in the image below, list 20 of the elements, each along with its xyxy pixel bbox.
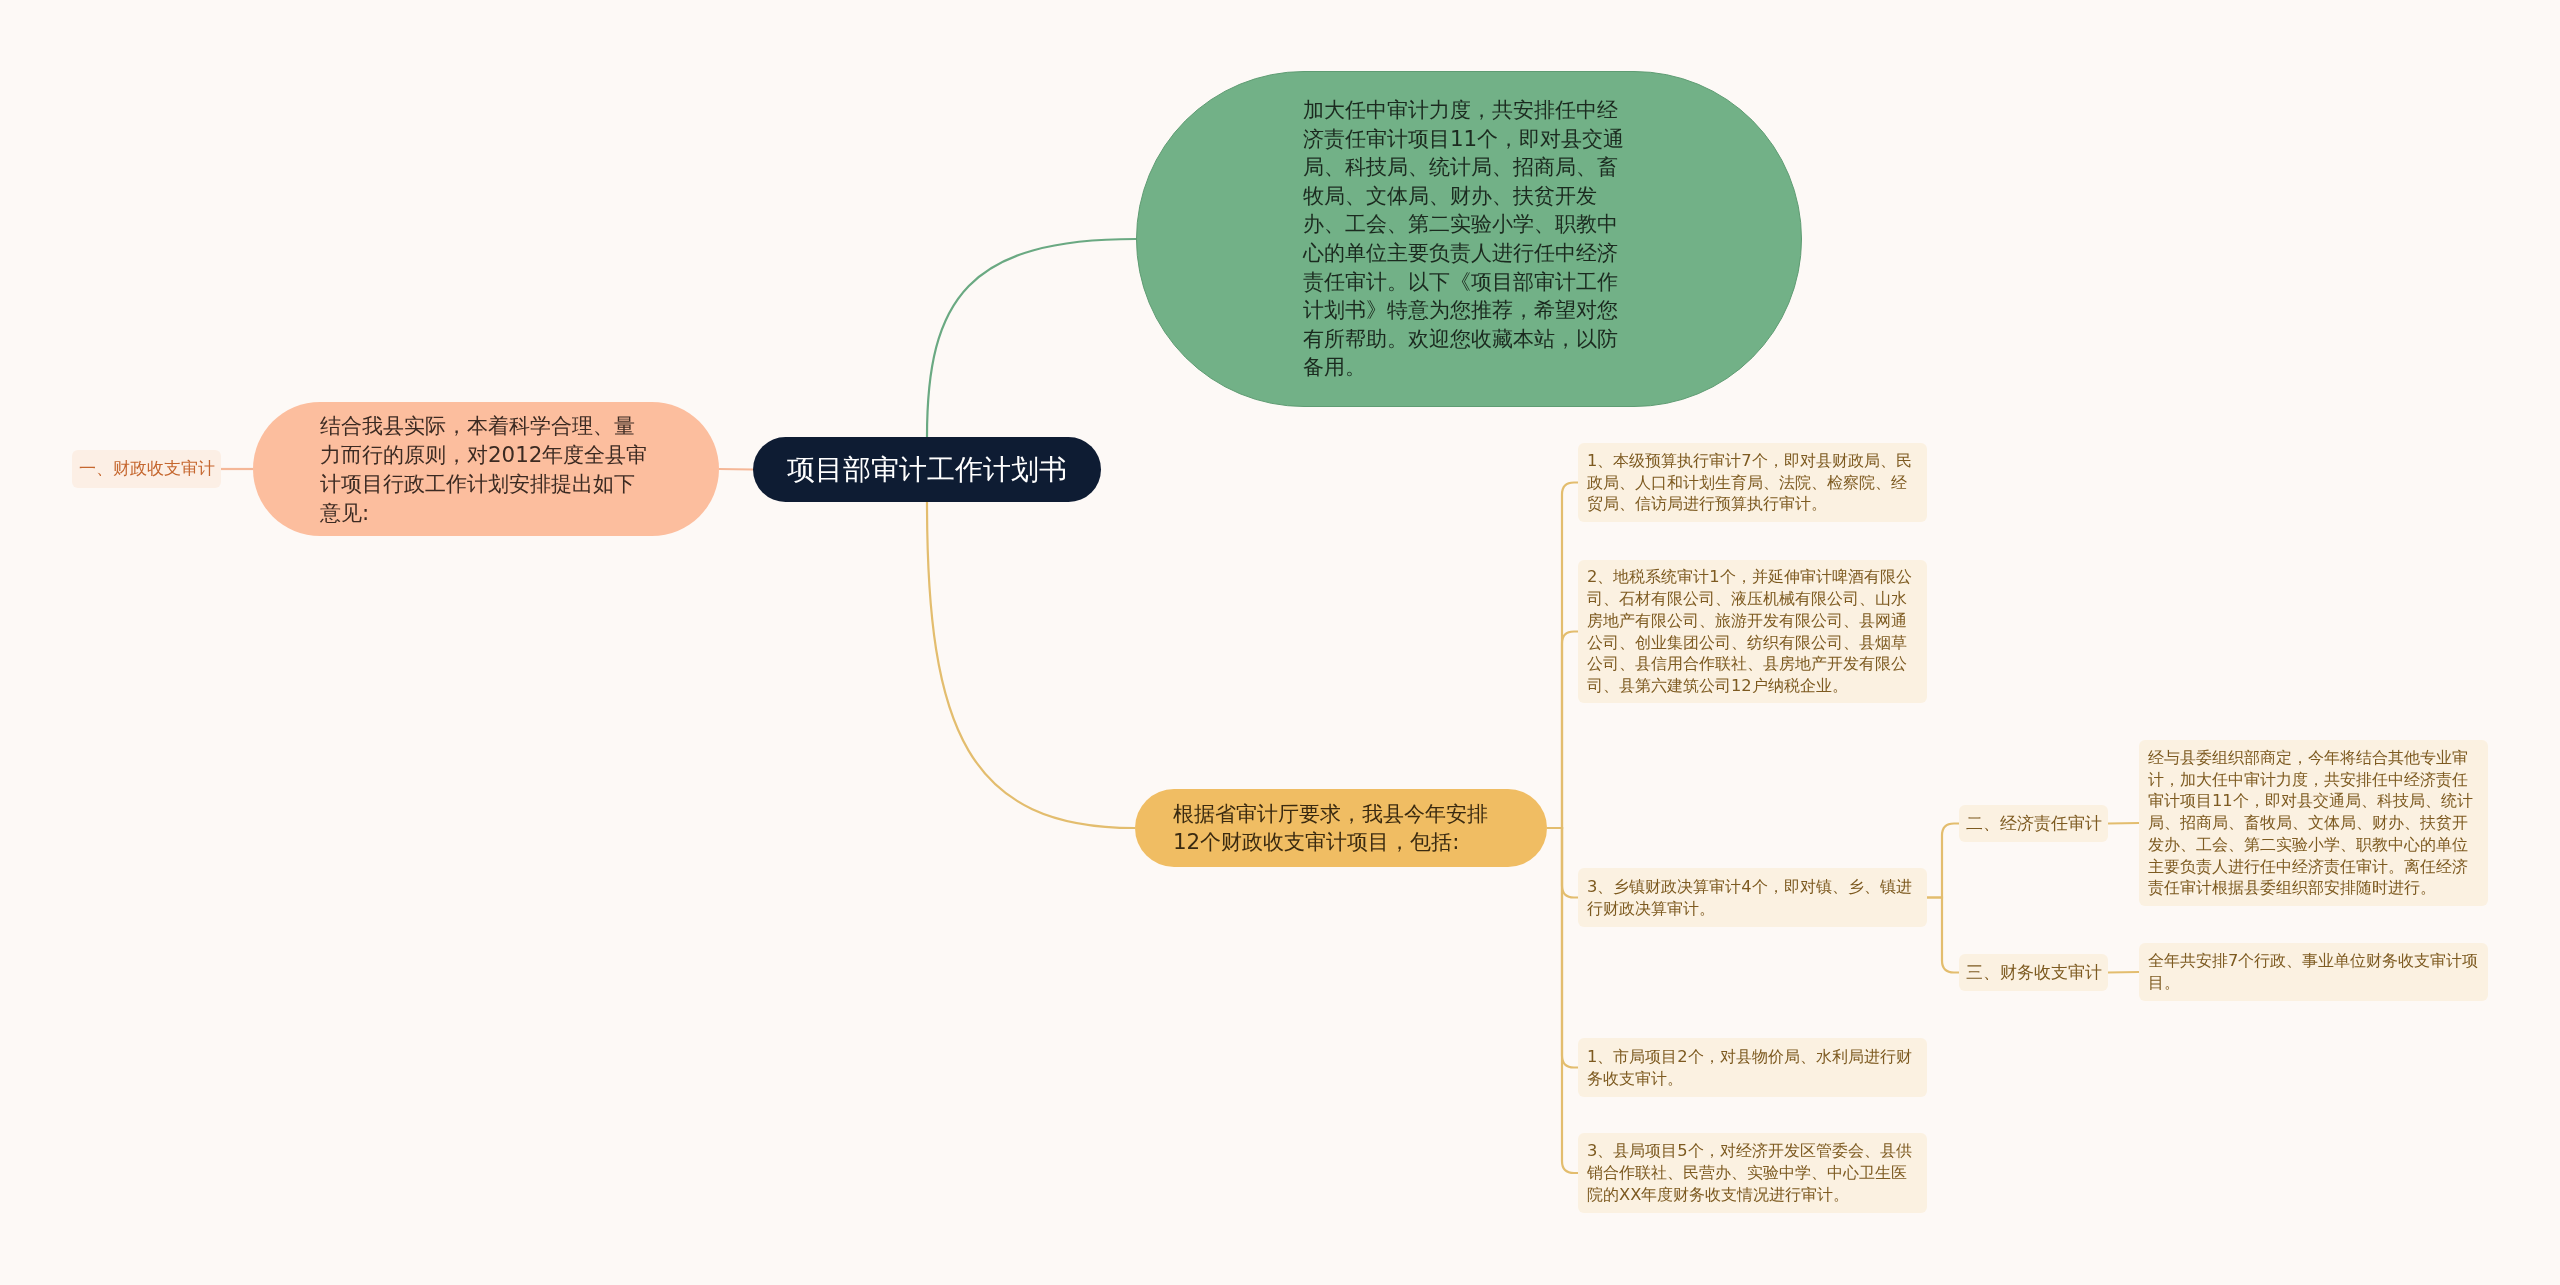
topic-bubble: 结合我县实际，本着科学合理、量力而行的原则，对2012年度全县审计项目行政工作计划安排提出如下意见:: [253, 402, 719, 536]
topic-bubble: 根据省审计厅要求，我县今年安排12个财政收支审计项目，包括:: [1135, 789, 1547, 867]
branch-line: [221, 467, 253, 471]
subtopic-tag: 二、经济责任审计: [1959, 805, 2108, 842]
note-card: 3、乡镇财政决算审计4个，即对镇、乡、镇进行财政决算审计。: [1578, 868, 1927, 927]
note-card: 全年共安排7个行政、事业单位财务收支审计项目。: [2139, 943, 2488, 1001]
branch-line: [2108, 970, 2139, 974]
note-card: 经与县委组织部商定，今年将结合其他专业审计，加大任中审计力度，共安排任中经济责任审计项目11个，即对县交通局、科技局、统计局、招商局、畜牧局、文体局、财办、扶贫开发办、工会、第二实验小学、职教中心的单位主要负责人进行任中经济责任审计。离任经济责任审计根据县委组织部安排随时进行。: [2139, 740, 2488, 906]
branch-line: [925, 237, 1137, 438]
branch-line: [2108, 821, 2139, 825]
subtopic-tag: 一、财政收支审计: [72, 450, 221, 488]
branch-line: [719, 467, 753, 471]
note-card: 1、本级预算执行审计7个，即对县财政局、民政局、人口和计划生育局、法院、检察院、经贸局、信访局进行预算执行审计。: [1578, 443, 1927, 522]
note-card: 3、县局项目5个，对经济开发区管委会、县供销合作联社、民营办、实验中学、中心卫生医院的XX年度财务收支情况进行审计。: [1578, 1133, 1927, 1213]
topic-bubble: 加大任中审计力度，共安排任中经济责任审计项目11个，即对县交通局、科技局、统计局、招商局、畜牧局、文体局、财办、扶贫开发办、工会、第二实验小学、职教中心的单位主要负责人进行任中经济责任审计。以下《项目部审计工作计划书》特意为您推荐，希望对您有所帮助。欢迎您收藏本站，以防备用。: [1136, 71, 1802, 407]
central-topic: 项目部审计工作计划书: [753, 437, 1101, 502]
branch-line: [925, 502, 1136, 830]
note-card: 2、地税系统审计1个，并延伸审计啤酒有限公司、石材有限公司、液压机械有限公司、山水房地产有限公司、旅游开发有限公司、县网通公司、创业集团公司、纺织有限公司、县烟草公司、县信用合作联社、县房地产开发有限公司、县第六建筑公司12户纳税企业。: [1578, 560, 1927, 703]
note-card: 1、市局项目2个，对县物价局、水利局进行财务收支审计。: [1578, 1038, 1927, 1097]
subtopic-tag: 三、财务收支审计: [1959, 954, 2108, 991]
